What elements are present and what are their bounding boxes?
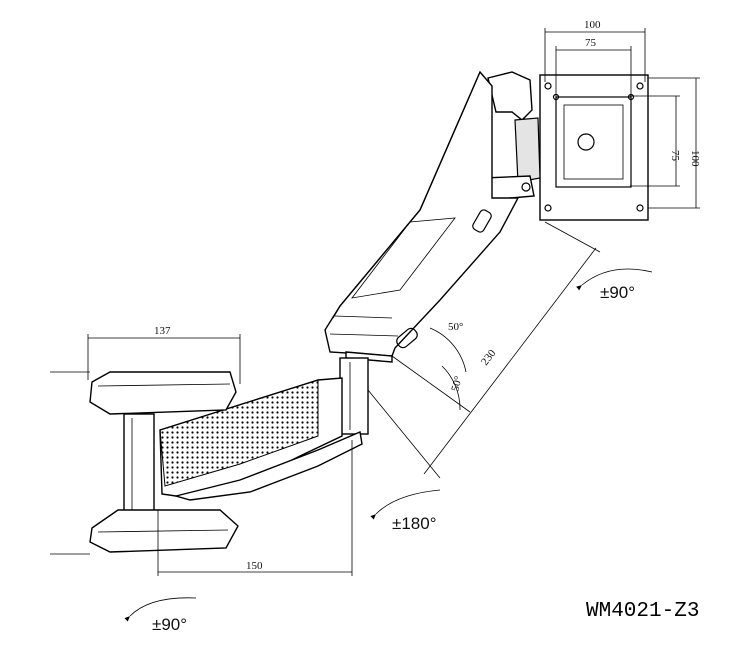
- rotation-arm-label: ±180°: [392, 514, 437, 533]
- dim-vesa-width-outer: 100: [584, 19, 601, 31]
- rotation-arrow-arm: [370, 489, 441, 520]
- reach-dimension-lines: [367, 221, 601, 479]
- rotation-arrow-base: [124, 597, 197, 622]
- dim-vesa-height-outer: 100: [689, 150, 701, 167]
- elbow-column: [339, 357, 369, 435]
- vesa-dimension-lines: [544, 28, 700, 209]
- dim-tilt-angle-bottom: 50°: [449, 375, 465, 393]
- rotation-head-label: ±90°: [600, 283, 635, 302]
- upper-arm: [324, 70, 520, 363]
- rotation-arrow-head: [576, 268, 653, 291]
- lower-arm: [159, 377, 363, 501]
- desk-clamp: [89, 371, 239, 553]
- dim-tilt-angle-top: 50°: [448, 321, 463, 333]
- vesa-plate: [539, 74, 649, 221]
- base-dimension-lines: [157, 440, 353, 576]
- clamp-dimension-lines: [50, 334, 241, 555]
- dim-vesa-height-inner: 75: [669, 150, 681, 162]
- dim-vesa-width-inner: 75: [585, 37, 597, 49]
- rotation-base-label: ±90°: [152, 615, 187, 634]
- dim-base-extent: 150: [246, 560, 263, 572]
- model-number: WM4021-Z3: [586, 600, 699, 623]
- tilt-head: [483, 71, 541, 201]
- dim-clamp-depth: 137: [154, 325, 171, 337]
- dim-arm-reach: 230: [479, 347, 499, 368]
